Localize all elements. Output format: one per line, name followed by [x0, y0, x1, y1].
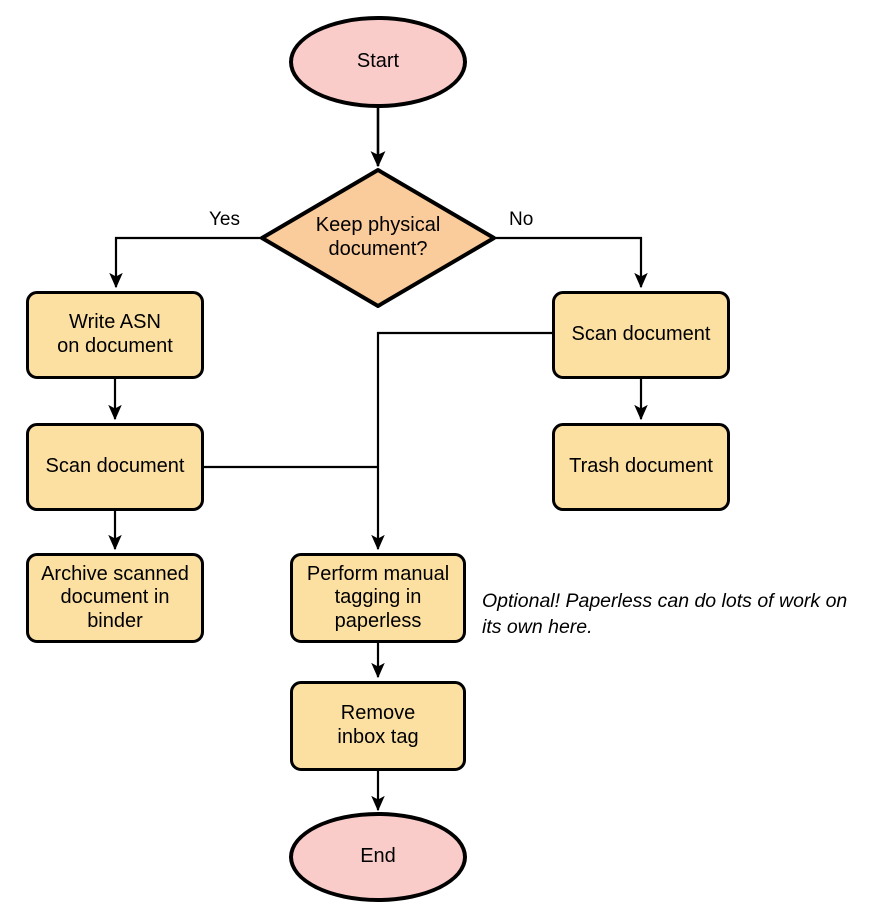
node-perform-manual-tagging[interactable]: Perform manual tagging in paperless [290, 553, 466, 643]
edge-decision-no-to-scan-right [494, 236, 648, 289]
node-end-label: End [360, 845, 396, 868]
node-perform-manual-tagging-label: Perform manual tagging in paperless [306, 562, 450, 632]
edge-scan-right-to-manual-tagging [371, 331, 552, 551]
edge-label-no: No [509, 209, 534, 230]
node-remove-inbox-tag[interactable]: Remove inbox tag [290, 681, 466, 771]
node-trash-document-label: Trash document [569, 455, 713, 478]
node-start[interactable]: Start [289, 16, 467, 108]
node-scan-document-right-label: Scan document [571, 323, 711, 346]
node-write-asn[interactable]: Write ASN on document [26, 291, 204, 379]
edge-label-yes: Yes [209, 209, 240, 230]
node-archive-scanned-label: Archive scanned document in binder [41, 562, 189, 632]
decision-shape-keep-physical[interactable] [260, 168, 496, 308]
annotation-optional-note: Optional! Paperless can do lots of work … [482, 590, 848, 638]
node-decision-keep-physical[interactable]: Keep physical document? [262, 170, 494, 306]
node-start-label: Start [356, 50, 400, 73]
node-decision-keep-physical-label: Keep physical document? [315, 214, 441, 260]
edge-decision-yes-to-write-asn [109, 236, 262, 289]
node-scan-document-left[interactable]: Scan document [26, 423, 204, 511]
node-remove-inbox-tag-label: Remove inbox tag [337, 702, 419, 748]
node-trash-document[interactable]: Trash document [552, 423, 730, 511]
node-write-asn-label: Write ASN on document [57, 311, 173, 357]
node-end[interactable]: End [289, 812, 467, 902]
node-archive-scanned[interactable]: Archive scanned document in binder [26, 553, 204, 643]
node-scan-document-left-label: Scan document [45, 455, 185, 478]
node-scan-document-right[interactable]: Scan document [552, 291, 730, 379]
